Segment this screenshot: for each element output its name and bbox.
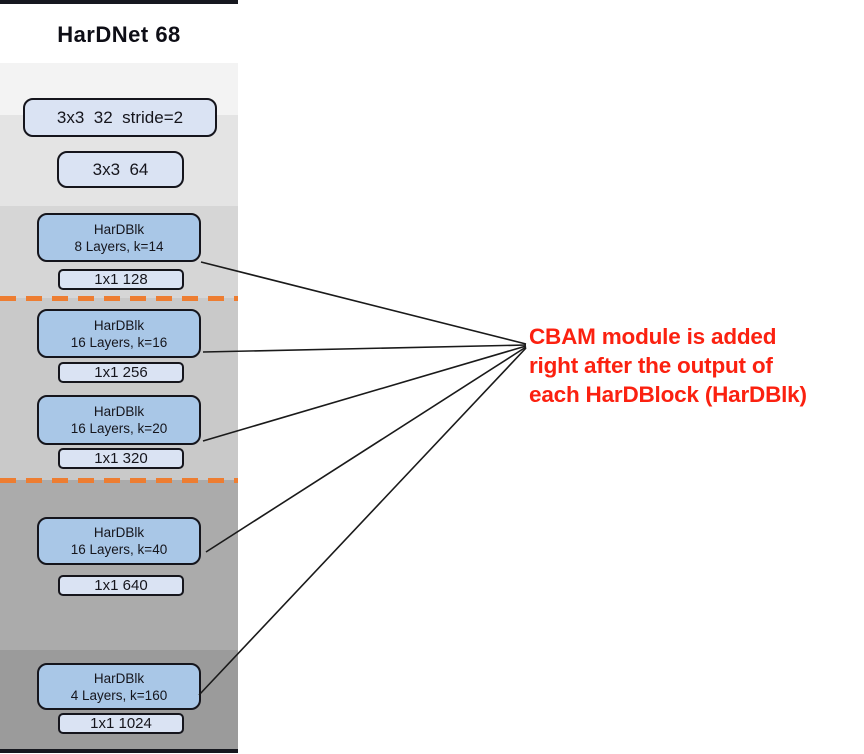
hardblk-name: HarDBlk: [93, 670, 145, 686]
diagram-title: HarDNet 68: [57, 22, 181, 47]
transition-node-1: 1x1 128: [58, 269, 184, 290]
network-column: HarDNet 68 3x3 32 stride=2 3x3 64 HarDBl…: [0, 0, 238, 754]
bottom-border-bar: [0, 749, 238, 753]
stage-separator-1: [0, 296, 238, 301]
transition-label: 1x1 320: [94, 450, 148, 467]
hardblk-name: HarDBlk: [93, 317, 145, 333]
connector-line-1: [200, 261, 527, 345]
hardblk-node-3: HarDBlk 16 Layers, k=20: [37, 395, 201, 445]
connector-line-2: [202, 344, 527, 353]
transition-node-4: 1x1 640: [58, 575, 184, 596]
hardblk-detail: 16 Layers, k=40: [70, 542, 168, 557]
top-border-bar: [0, 0, 238, 4]
annotation-line-1: CBAM module is added: [529, 324, 777, 349]
transition-label: 1x1 256: [94, 364, 148, 381]
annotation-line-3: each HarDBlock (HarDBlk): [529, 382, 807, 407]
connector-line-4: [205, 346, 527, 553]
hardblk-node-1: HarDBlk 8 Layers, k=14: [37, 213, 201, 262]
transition-node-3: 1x1 320: [58, 448, 184, 469]
hardblk-node-4: HarDBlk 16 Layers, k=40: [37, 517, 201, 565]
hardblk-detail: 16 Layers, k=20: [70, 421, 168, 436]
conv-node-label: 3x3 32 stride=2: [56, 107, 184, 127]
transition-node-2: 1x1 256: [58, 362, 184, 383]
hardblk-node-5: HarDBlk 4 Layers, k=160: [37, 663, 201, 710]
conv-node-label: 3x3 64: [92, 159, 149, 179]
transition-node-5: 1x1 1024: [58, 713, 184, 734]
transition-label: 1x1 640: [94, 577, 148, 594]
cbam-annotation-text: CBAM module is added right after the out…: [529, 322, 807, 409]
stage-band-5: [0, 480, 238, 650]
transition-label: 1x1 1024: [90, 715, 152, 732]
connector-line-5: [198, 347, 527, 696]
conv-node-stride2: 3x3 32 stride=2: [23, 98, 217, 137]
hardblk-detail: 16 Layers, k=16: [70, 334, 168, 350]
connector-line-3: [202, 345, 527, 442]
hardblk-detail: 4 Layers, k=160: [70, 687, 168, 703]
hardblk-name: HarDBlk: [93, 221, 145, 237]
transition-label: 1x1 128: [94, 271, 148, 288]
hardblk-name: HarDBlk: [93, 404, 145, 419]
conv-node-64: 3x3 64: [57, 151, 184, 188]
stage-separator-2: [0, 478, 238, 483]
annotation-line-2: right after the output of: [529, 353, 773, 378]
hardblk-detail: 8 Layers, k=14: [74, 238, 164, 254]
hardblk-node-2: HarDBlk 16 Layers, k=16: [37, 309, 201, 358]
hardblk-name: HarDBlk: [93, 525, 145, 540]
